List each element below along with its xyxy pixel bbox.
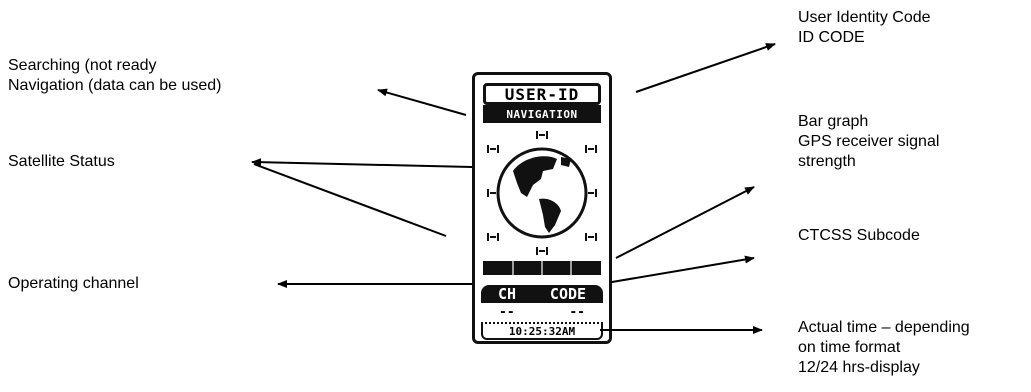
arrow-satellite-status-1	[251, 158, 473, 168]
arrow-user-id	[635, 43, 776, 93]
satellite-markers	[487, 131, 597, 255]
bar-graph-line3: strength	[798, 153, 856, 170]
satellite-icon	[487, 189, 499, 197]
channel-code-values: -- --	[485, 305, 599, 320]
gps-device-display: USER-ID NAVIGATION CH CODE -- -	[472, 72, 612, 344]
operating-channel-label: Operating channel	[8, 275, 139, 292]
bar-graph-line2: GPS receiver signal	[798, 133, 940, 150]
navigation-status-bar: NAVIGATION	[483, 105, 601, 123]
signal-bar-divider	[570, 261, 572, 275]
arrow-satellite-status-2	[253, 163, 447, 237]
bar-graph-line1: Bar graph	[798, 113, 869, 130]
user-identity-label: User Identity Code ID CODE	[798, 8, 931, 48]
code-header-label: CODE	[549, 285, 587, 303]
south-america-shape	[539, 198, 561, 233]
arrow-ctcss	[611, 255, 755, 283]
channel-code-header: CH CODE	[481, 285, 603, 303]
arrow-navigation	[377, 88, 467, 116]
channel-header-label: CH	[497, 285, 517, 303]
user-identity-line1: User Identity Code	[798, 9, 931, 26]
code-value: --	[569, 305, 585, 320]
signal-bar-divider	[512, 261, 514, 275]
bar-graph-label: Bar graph GPS receiver signal strength	[798, 112, 939, 172]
greenland-shape	[561, 157, 571, 167]
satellite-icon	[536, 247, 548, 255]
satellite-icon	[585, 145, 597, 153]
actual-time-line1: Actual time – depending	[798, 319, 970, 336]
satellite-icon	[585, 189, 597, 197]
satellite-icon	[487, 233, 499, 241]
searching-label: Searching (not ready Navigation (data ca…	[8, 56, 221, 96]
satellite-icon	[536, 131, 548, 139]
arrow-bar-graph	[615, 186, 755, 259]
user-identity-line2: ID CODE	[798, 29, 865, 46]
actual-time-line3: 12/24 hrs-display	[798, 359, 920, 376]
signal-bar-divider	[541, 261, 543, 275]
actual-time-line2: on time format	[798, 339, 901, 356]
user-id-box: USER-ID	[483, 83, 601, 105]
channel-value: --	[499, 305, 515, 320]
searching-line1: Searching (not ready	[8, 57, 157, 74]
satellite-status-globe	[487, 131, 597, 255]
searching-line2: Navigation (data can be used)	[8, 77, 222, 94]
north-america-shape	[513, 156, 557, 197]
signal-strength-bar	[483, 261, 601, 275]
actual-time-label: Actual time – depending on time format 1…	[798, 318, 970, 378]
ctcss-label: CTCSS Subcode	[798, 227, 920, 244]
satellite-icon	[487, 145, 499, 153]
satellite-icon	[585, 233, 597, 241]
satellite-status-label: Satellite Status	[8, 153, 115, 170]
